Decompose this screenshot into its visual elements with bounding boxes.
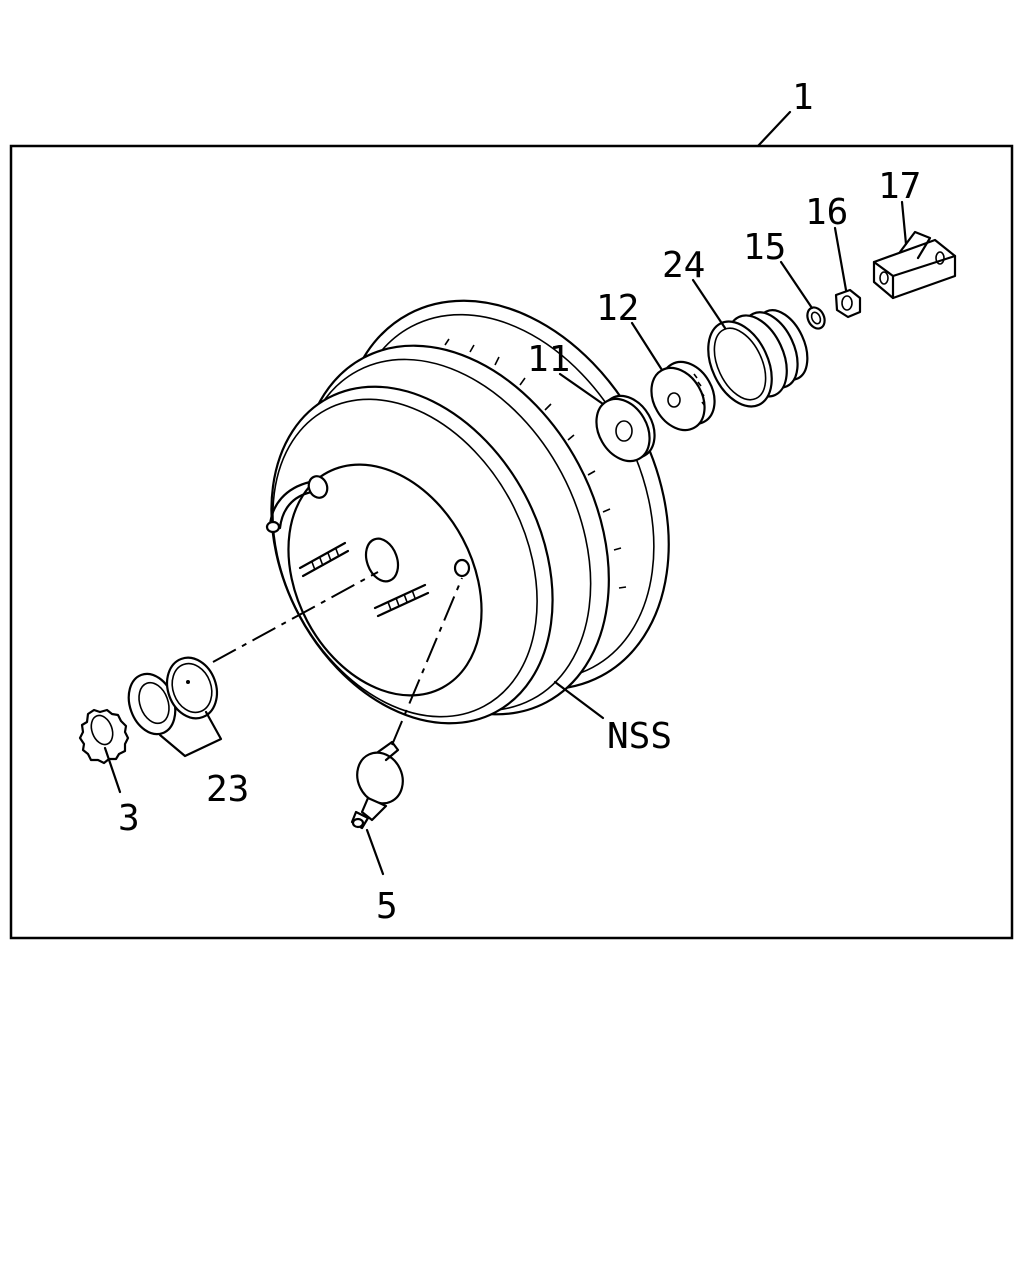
label-clevis: 17 xyxy=(878,166,921,207)
label-valve: 5 xyxy=(376,886,398,927)
clevis xyxy=(872,230,957,300)
label-boot: 24 xyxy=(662,245,705,286)
hex-nut xyxy=(834,288,862,319)
callout-labels: 1 17 16 15 24 12 11 NSS 23 3 5 xyxy=(118,77,921,927)
brake-booster-body xyxy=(265,299,670,725)
dust-boot xyxy=(707,309,809,408)
label-nut: 16 xyxy=(805,192,848,233)
label-small-washer: 15 xyxy=(743,227,786,268)
leader-lines xyxy=(103,110,908,876)
retainer xyxy=(650,360,716,432)
center-lines xyxy=(212,571,463,746)
label-retainer: 12 xyxy=(596,288,639,329)
label-assembly: 1 xyxy=(792,77,814,118)
small-washer xyxy=(806,306,826,330)
plate-washer xyxy=(595,394,656,463)
check-valve xyxy=(350,740,404,830)
lock-washer xyxy=(78,708,130,765)
label-plate-washer: 11 xyxy=(527,339,570,380)
label-lock-washer: 3 xyxy=(118,798,140,839)
seal-plate xyxy=(165,656,219,720)
diagram-frame xyxy=(9,144,1014,940)
label-seal-kit: 23 xyxy=(206,769,249,810)
label-booster: NSS xyxy=(607,716,672,757)
